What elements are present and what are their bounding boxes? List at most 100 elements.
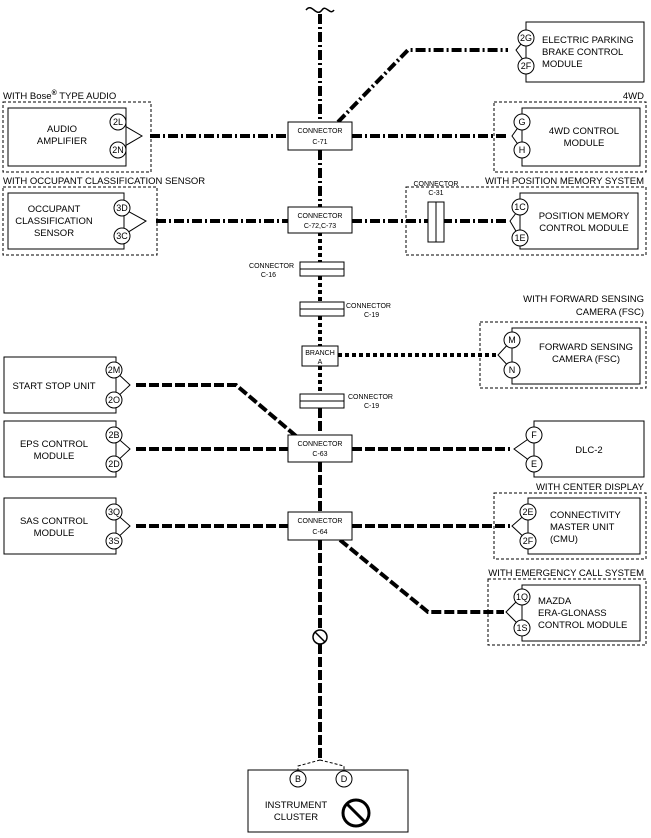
cmu-group-label: WITH CENTER DISPLAY xyxy=(536,482,645,493)
ssu-module-box xyxy=(3,356,117,414)
pins: 2G 2F 2L 2N G H 3D 3C 1C 1E M N 2M 2O 2B… xyxy=(105,29,543,788)
fwd4-module: 4WD 4WD CONTROL MODULE xyxy=(549,91,644,149)
era-pin-2: 1S xyxy=(516,623,527,633)
sas-line-1: SAS CONTROL xyxy=(20,516,88,527)
pin-circle xyxy=(105,391,123,409)
epb-line-1: ELECTRIC PARKING xyxy=(542,35,634,46)
pin-circle xyxy=(105,426,123,444)
era-pin-1: 1Q xyxy=(516,592,528,602)
dlc-module: DLC-2 xyxy=(575,445,602,456)
fwd4-module-box xyxy=(521,107,641,167)
wires xyxy=(113,7,535,772)
pin-circle xyxy=(519,532,537,550)
pin-circle xyxy=(525,455,543,473)
connector-c19a: CONNECTOR C-19 xyxy=(299,301,391,319)
ic-line-1: INSTRUMENT xyxy=(265,800,327,811)
pin-circle xyxy=(503,331,521,349)
pin-circle xyxy=(105,455,123,473)
c19b-id: C-19 xyxy=(364,403,379,410)
era-group-box xyxy=(487,578,647,646)
trunk-no-symbol-icon xyxy=(312,629,328,645)
cmu-group-box xyxy=(493,492,647,560)
c19a-id: C-19 xyxy=(364,312,379,319)
era-module-box xyxy=(521,584,641,642)
c19a-label: CONNECTOR xyxy=(346,303,391,310)
fwd4-pin-1: G xyxy=(518,117,525,127)
cmu-pin-2: 2F xyxy=(523,536,534,546)
era-line-2: ERA-GLONASS xyxy=(538,608,607,619)
branch-label: BRANCH xyxy=(305,350,335,357)
fsc-group-line-1: WITH FORWARD SENSING xyxy=(523,294,644,305)
fsc-line-2: CAMERA (FSC) xyxy=(552,354,620,365)
c16-id: C-16 xyxy=(261,272,276,279)
fwd4-line-2: MODULE xyxy=(564,138,605,149)
epb-line-3: MODULE xyxy=(542,59,583,70)
ocs-pin-1: 3D xyxy=(116,203,128,213)
epb-pin-2: 2F xyxy=(521,61,532,71)
pin-circle xyxy=(105,532,123,550)
cmu-line-2: MASTER UNIT xyxy=(550,522,615,533)
pos-line-1: POSITION MEMORY xyxy=(539,211,630,222)
pos-group-label: WITH POSITION MEMORY SYSTEM xyxy=(485,176,644,187)
audio-module-box xyxy=(7,107,127,167)
dlc-pin-2: E xyxy=(531,459,537,469)
fsc-module-box xyxy=(511,327,641,385)
fsc-group-line-2: CAMERA (FSC) xyxy=(576,307,644,318)
ic-module: INSTRUMENT CLUSTER xyxy=(265,798,371,828)
ocs-line-1: OCCUPANT xyxy=(28,204,81,215)
pin-circle xyxy=(105,503,123,521)
ssu-wire xyxy=(136,383,298,438)
eps-line-2: MODULE xyxy=(34,451,75,462)
fsc-line-1: FORWARD SENSING xyxy=(539,342,633,353)
eps-line-1: EPS CONTROL xyxy=(20,439,88,450)
pin-circle xyxy=(289,770,307,788)
pin-circle xyxy=(513,113,531,131)
pin-forks xyxy=(113,37,535,629)
fwd4-pin-2: H xyxy=(519,145,526,155)
pin-circle xyxy=(511,198,529,216)
fsc-group-box xyxy=(479,321,647,389)
sas-module: SAS CONTROL MODULE xyxy=(20,516,88,539)
ocs-group-label: WITH OCCUPANT CLASSIFICATION SENSOR xyxy=(3,176,205,187)
audio-group-label: WITH Bose® TYPE AUDIO xyxy=(3,89,116,102)
branch-id: A xyxy=(318,359,323,366)
eps-pin-2: 2D xyxy=(108,459,120,469)
ocs-line-3: SENSOR xyxy=(34,228,74,239)
c31-id: C-31 xyxy=(428,190,443,197)
c71-id: C-71 xyxy=(312,139,327,146)
pin-circle xyxy=(513,619,531,637)
connector-c31: CONNECTOR C-31 xyxy=(414,181,458,243)
pin-circle xyxy=(503,361,521,379)
eps-module: EPS CONTROL MODULE xyxy=(20,439,88,462)
pin-circle xyxy=(511,229,529,247)
ocs-pin-2: 3C xyxy=(116,231,128,241)
sas-pin-2: 3S xyxy=(108,536,119,546)
sas-line-2: MODULE xyxy=(34,528,75,539)
pin-circle xyxy=(517,29,535,47)
dlc-line-1: DLC-2 xyxy=(575,445,602,456)
pin-circle xyxy=(513,588,531,606)
c16-label: CONNECTOR xyxy=(249,263,294,270)
ic-pin-1: B xyxy=(295,774,301,784)
eps-pin-1: 2B xyxy=(108,430,119,440)
connector-c72: CONNECTOR C-72,C-73 xyxy=(287,206,353,234)
pos-module-box xyxy=(519,192,639,250)
c63-label: CONNECTOR xyxy=(298,441,343,448)
pin-circle xyxy=(517,57,535,75)
pin-circle xyxy=(109,113,127,131)
eps-module-box xyxy=(3,420,117,478)
ic-module-box xyxy=(247,769,409,833)
audio-line-1: AUDIO xyxy=(47,124,77,135)
c72-id: C-72,C-73 xyxy=(304,223,336,230)
pos-pin-1: 1C xyxy=(514,202,526,212)
era-line-1: MAZDA xyxy=(538,596,572,607)
pin-circle xyxy=(335,770,353,788)
era-wire xyxy=(338,538,504,614)
cmu-line-3: (CMU) xyxy=(550,534,578,545)
cmu-line-1: CONNECTIVITY xyxy=(550,510,621,521)
c72-label: CONNECTOR xyxy=(298,213,343,220)
audio-pin-1: 2L xyxy=(113,117,123,127)
cmu-module-box xyxy=(527,497,641,555)
epb-module: ELECTRIC PARKING BRAKE CONTROL MODULE xyxy=(542,35,634,70)
ssu-line-1: START STOP UNIT xyxy=(12,381,95,392)
